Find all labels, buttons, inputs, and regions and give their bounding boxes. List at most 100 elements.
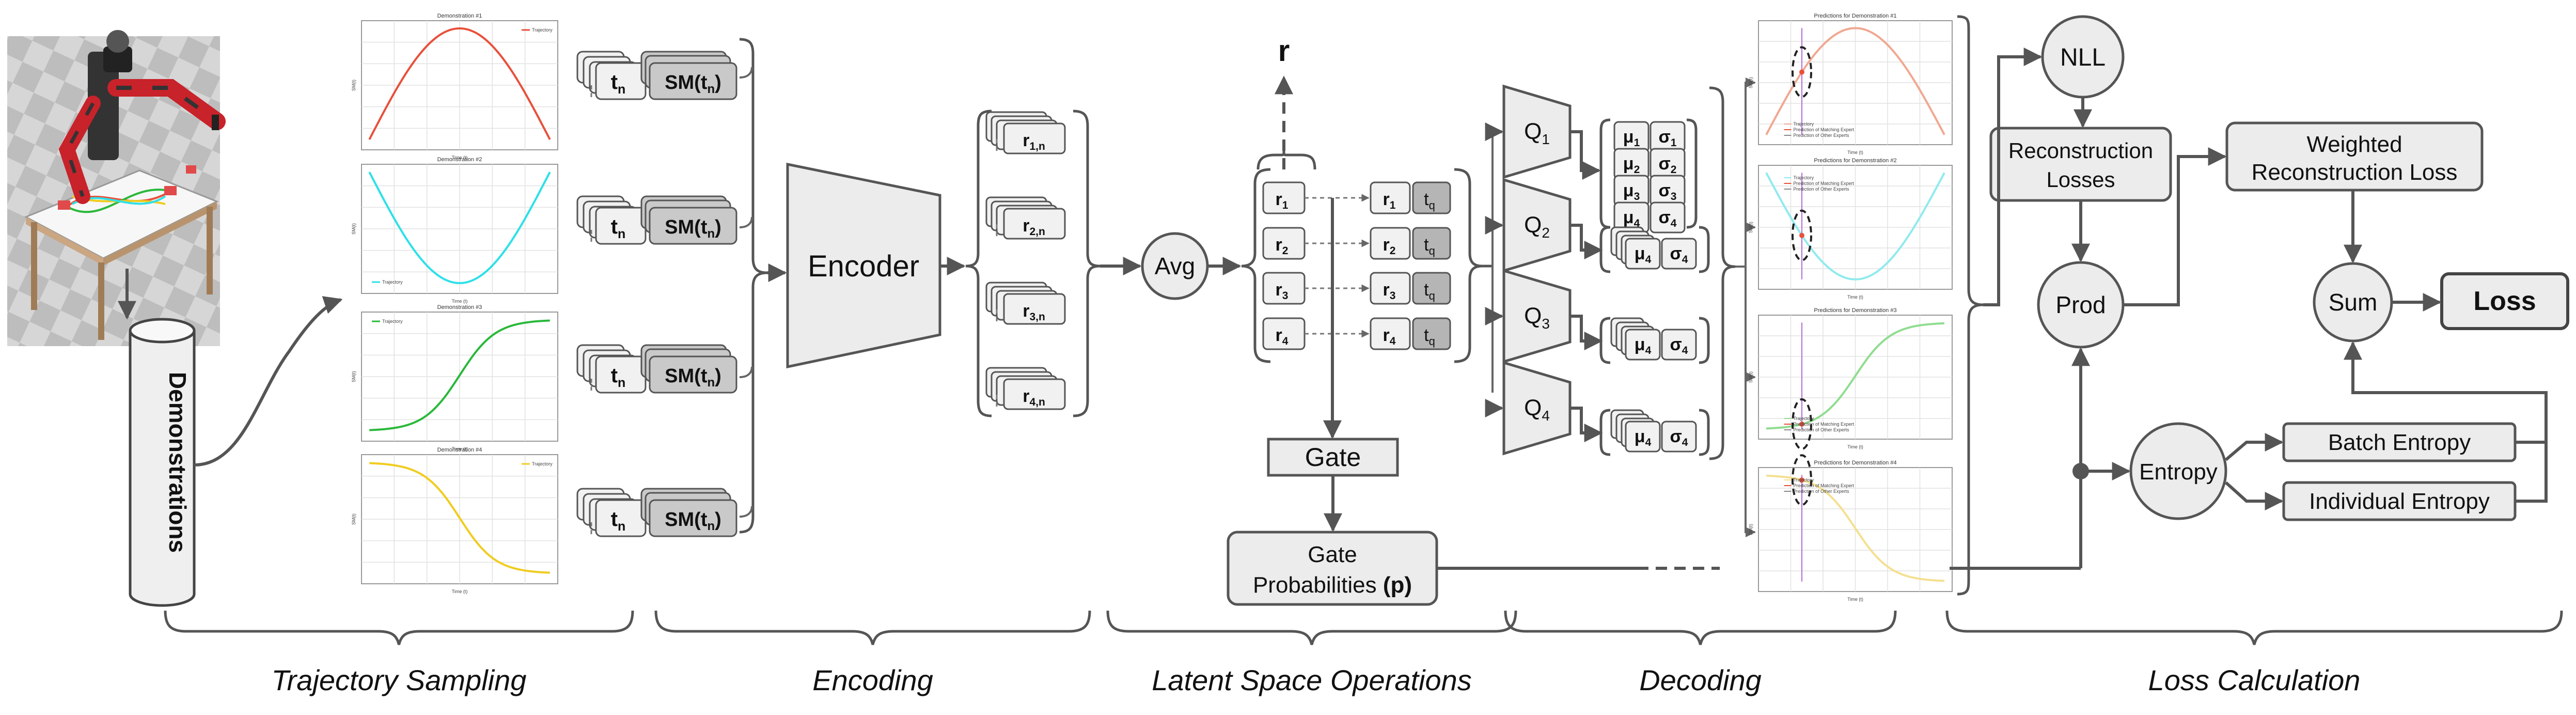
demo-plot-3-curve [369,319,550,431]
decoder-label-3: Q3 [1524,303,1550,332]
encoded-r-label-3: r3,n [1023,301,1045,323]
section-brace-latent [1106,610,1517,645]
decoder-trapezoid [1502,361,1572,456]
tq-base: t [1424,325,1429,345]
concat-r-label-1-sub: 1 [1390,199,1396,211]
q1-to-output-arrow [1570,130,1601,180]
q1-musig-4-sigma-box [1650,201,1686,234]
q-sub: 2 [1542,225,1550,241]
encoded-r-label-1-sub: 1,n [1029,141,1045,152]
q1-musig-2-mu-sub: 2 [1634,164,1640,176]
latent-r-label-2-sub: 2 [1282,245,1289,257]
weighted-line2: Reconstruction Loss [2252,160,2458,185]
decoder-2: Q2 [1485,178,1572,273]
q2-musig-sigma: σ4 [1670,244,1688,266]
q3-musig-sigma: σ4 [1670,335,1688,356]
sample-t-label-base: t [611,364,618,387]
latent-r-label-4-base: r [1276,325,1282,345]
encoded-front [1003,378,1066,410]
encoded-r-label-4-sub: 4,n [1029,396,1045,408]
recon-line1: Reconstruction [2008,138,2153,163]
decoder-1: Q1 [1485,84,1572,179]
q4-output-brace [1599,409,1611,456]
q1-output-brace [1599,118,1611,229]
query-ellipse [1792,454,1812,506]
latent-r-label-3: r3 [1276,280,1289,302]
pred-legend-label: Prediction of Other Experts [1794,489,1850,494]
section-brace-decoding [1504,610,1897,645]
concat-r-label-3-sub: 3 [1390,290,1396,302]
latent-r-label-4: r4 [1276,325,1289,347]
encoded-r-label-2-base: r [1023,216,1029,236]
sm-sub: n [707,519,715,533]
concat-r-label-2-base: r [1383,235,1390,255]
q2-musig-sigma-box [1661,238,1697,270]
pred-legend-label: Prediction of Other Experts [1794,186,1850,192]
query-point [1799,477,1804,483]
q1-musig-1-mu-sub: 1 [1634,137,1640,149]
q2-musig-mu-sub: 4 [1645,254,1652,266]
query-ellipse [1792,209,1812,261]
prod-label: Prod [2055,291,2106,318]
sm-close: ) [715,216,721,238]
latent-r-label-3-base: r [1276,280,1282,300]
encoded-front [1003,208,1066,240]
concat-r-label-2: r2 [1383,235,1396,257]
demo-plot-3-title: Demonstration #3 [437,304,482,310]
tq-box [1412,181,1451,214]
encoded-r-label-1-base: r [1023,131,1029,150]
pred-plot-3-xlabel: Time (t) [1847,444,1863,449]
sample-sm-label: SM(tn) [665,72,721,96]
tq-sub: q [1429,335,1435,348]
demo-plot-1-title: Demonstration #1 [437,13,482,19]
avg-node: Avg [1141,232,1209,300]
loss-group: NLL Reconstruction Losses Prod Weighted … [1956,15,2569,570]
q2-output-brace-right [1699,226,1710,273]
q2-to-output-arrow [1570,224,1603,259]
q4-musig-mu-sub: 4 [1645,437,1652,448]
q1-musig-3-sigma-sub: 3 [1671,191,1677,203]
pred-legend-label: Prediction of Matching Expert [1794,483,1855,488]
sample-t-label-sub: n [618,376,625,390]
latent-r-label-4-sub: 4 [1282,335,1289,347]
pred-plot-1-curve [1765,27,1945,135]
entropy-node [2129,422,2227,520]
demo-legend-label: Trajectory [382,279,403,285]
prod-to-weighted-arrow [2123,147,2227,306]
q1-musig-1-mu-base: μ [1623,127,1634,147]
gate-probs-p: (p) [1383,572,1412,598]
tq-base: t [1424,280,1429,300]
q4-musig-mu-box [1625,421,1661,453]
sample-brace-tick [739,67,753,79]
demo-legend-label: Trajectory [382,319,403,324]
demo-plot-2-title: Demonstration #2 [437,157,482,163]
q2-musig-mu: μ4 [1635,244,1652,266]
latent-r-label-1: r1 [1276,190,1289,211]
decoder-trapezoid [1502,178,1572,273]
pred-legend-label: Trajectory [1794,175,1814,180]
pred-legend-label: Prediction of Matching Expert [1794,181,1855,186]
q-sub: 1 [1542,131,1550,147]
pred-plot-4-curve [1766,474,1945,582]
q1-musig-2-sigma-base: σ [1659,154,1671,174]
encoded-front [1003,293,1066,325]
samples-brace [739,38,768,534]
q2-musig-mu-base: μ [1635,244,1645,263]
q1-musig-2-sigma-sub: 2 [1671,164,1677,176]
q1-musig-4-sigma: σ4 [1659,208,1677,229]
section-label-encoding: Encoding [812,664,933,696]
tq-base: t [1424,235,1429,255]
q2-musig-sigma-sub: 4 [1682,254,1688,266]
